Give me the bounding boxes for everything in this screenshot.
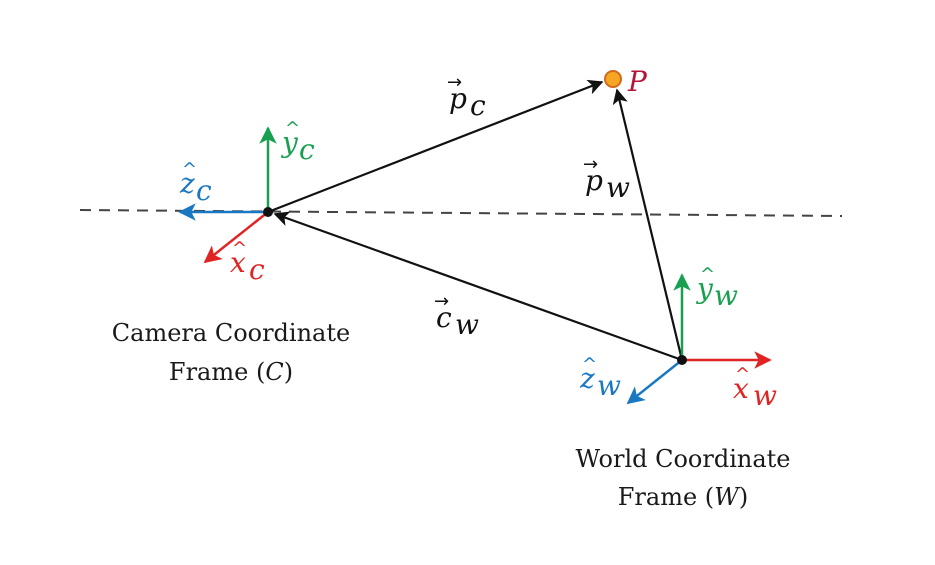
vector-p-w-arrow (612, 88, 684, 361)
svg-text:w: w (597, 369, 621, 402)
camera-origin-dot (263, 207, 273, 217)
svg-text:w: w (714, 279, 738, 312)
label-vec-c-w: c w → (434, 291, 479, 341)
svg-text:c: c (299, 133, 315, 166)
svg-text:^: ^ (735, 364, 750, 385)
vector-p-c-arrow (267, 79, 604, 214)
svg-text:w: w (455, 308, 479, 341)
svg-text:x: x (733, 372, 749, 405)
svg-text:→: → (583, 154, 598, 175)
svg-text:c: c (436, 301, 452, 334)
dashed-horizon-line (79, 209, 843, 217)
svg-text:p: p (449, 82, 467, 115)
label-world-y-hat: y w ^ (695, 264, 738, 312)
svg-text:y: y (280, 126, 299, 159)
point-p-marker (604, 70, 622, 88)
svg-text:x: x (230, 246, 246, 279)
svg-text:w: w (753, 379, 777, 412)
svg-text:→: → (447, 72, 462, 93)
label-world-x-hat: x w ^ (733, 364, 777, 412)
svg-text:^: ^ (232, 238, 247, 259)
world-z-axis-arrow (626, 359, 683, 405)
svg-text:→: → (434, 291, 449, 312)
world-frame-caption-line2: Frame (W) (618, 483, 748, 511)
point-p-label: P (627, 65, 648, 98)
camera-frame-caption-line2: Frame (C) (169, 358, 293, 386)
svg-text:^: ^ (700, 264, 715, 285)
svg-text:z: z (179, 167, 195, 200)
label-camera-x-hat: x c ^ (230, 238, 265, 286)
svg-text:^: ^ (285, 118, 300, 139)
svg-text:z: z (579, 362, 595, 395)
label-world-z-hat: z w ^ (579, 354, 621, 402)
world-frame-caption-line1: World Coordinate (575, 445, 790, 473)
camera-frame-caption-line1: Camera Coordinate (112, 319, 350, 347)
svg-text:c: c (470, 89, 486, 122)
label-vec-p-c: p c → (447, 72, 486, 122)
svg-text:p: p (585, 164, 603, 197)
label-camera-y-hat: y c ^ (280, 118, 315, 166)
svg-text:w: w (606, 171, 630, 204)
svg-text:c: c (196, 174, 212, 207)
label-vec-p-w: p w → (583, 154, 630, 204)
world-origin-dot (677, 355, 687, 365)
label-camera-z-hat: z c ^ (179, 159, 212, 207)
svg-text:y: y (695, 272, 714, 305)
camera-x-axis-arrow (203, 211, 269, 264)
svg-text:^: ^ (582, 354, 597, 375)
vector-c-w-arrow (273, 211, 683, 362)
svg-text:c: c (249, 253, 265, 286)
svg-text:^: ^ (182, 159, 197, 180)
